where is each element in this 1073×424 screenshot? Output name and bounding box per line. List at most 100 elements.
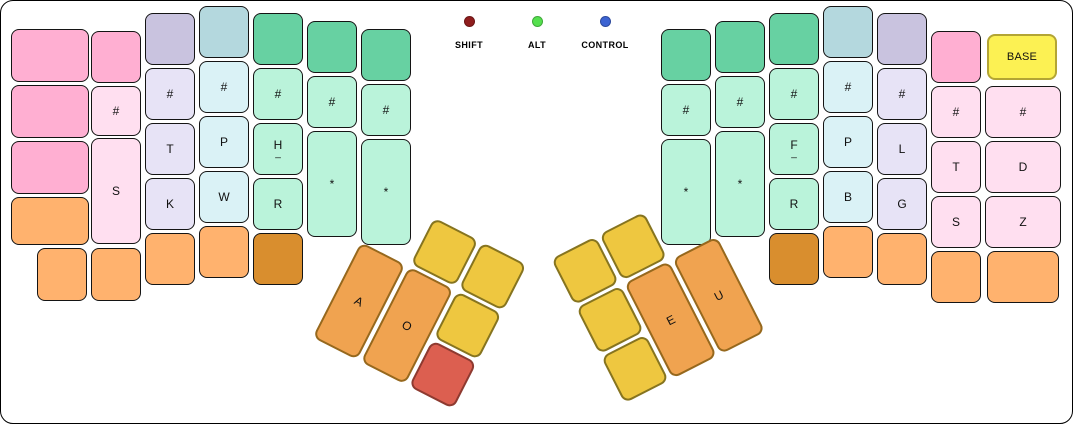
key-label: # [736,95,744,109]
key-label: # [790,87,798,101]
key-blank[interactable] [145,13,195,65]
key-label: U [711,287,726,304]
alt-label: ALT [527,40,547,50]
key-label: O [399,317,415,334]
key-blank[interactable] [769,13,819,65]
key-label: # [274,87,282,101]
key-label: S [951,215,960,229]
key-label: BASE [1006,50,1038,63]
key-label: * [737,177,743,191]
key-label: E [663,311,678,328]
key-label: T [166,142,174,156]
key-r[interactable]: R [253,178,303,230]
key-blank[interactable] [199,226,249,278]
key-label: # [844,80,852,94]
key-hash[interactable]: # [361,84,411,136]
key-label: B [843,190,852,204]
key-blank[interactable] [361,29,411,81]
key-d[interactable]: D [985,141,1061,193]
key-r[interactable]: R [769,178,819,230]
key-blank[interactable] [199,6,249,58]
key-label: P [843,135,852,149]
key-star[interactable]: * [715,131,765,237]
key-blank[interactable] [877,233,927,285]
key-l[interactable]: L [877,123,927,175]
legend-shift: SHIFT [443,16,495,50]
key-star[interactable]: * [661,139,711,245]
key-blank[interactable] [987,251,1059,303]
key-blank[interactable] [91,248,141,301]
key-label: L [898,142,906,156]
key-blank[interactable] [307,21,357,73]
key-blank[interactable] [11,197,89,245]
key-label: F [790,138,798,152]
key-label: * [329,177,335,191]
key-hash[interactable]: # [823,61,873,113]
key-label: # [220,80,228,94]
key-s[interactable]: S [91,138,141,244]
key-p[interactable]: P [199,116,249,168]
key-hash[interactable]: # [199,61,249,113]
key-label: # [952,105,960,119]
key-blank[interactable] [661,29,711,81]
key-hash[interactable]: # [931,86,981,138]
key-s[interactable]: S [931,196,981,248]
key-label: Z [1019,215,1027,229]
key-t[interactable]: T [145,123,195,175]
shift-label: SHIFT [455,40,483,50]
key-h[interactable]: H_ [253,123,303,175]
key-k[interactable]: K [145,178,195,230]
key-blank[interactable] [11,85,89,138]
key-star[interactable]: * [307,131,357,237]
key-base[interactable]: BASE [987,34,1057,80]
key-hash[interactable]: # [661,84,711,136]
key-hash[interactable]: # [877,68,927,120]
key-t[interactable]: T [931,141,981,193]
key-blank[interactable] [145,233,195,285]
key-blank[interactable] [11,141,89,194]
key-w[interactable]: W [199,171,249,223]
key-label: # [898,87,906,101]
key-star[interactable]: * [361,139,411,245]
key-label: W [218,190,230,204]
key-label: # [682,103,690,117]
key-hash[interactable]: # [985,86,1061,138]
key-hash[interactable]: # [253,68,303,120]
key-label: # [382,103,390,117]
key-hash[interactable]: # [145,68,195,120]
key-blank[interactable] [37,248,87,301]
key-label: A [352,292,366,310]
key-label: G [897,197,907,211]
control-label: CONTROL [581,40,629,50]
legend-control: CONTROL [579,16,631,50]
key-blank[interactable] [769,233,819,285]
key-blank[interactable] [877,13,927,65]
key-blank[interactable] [11,29,89,82]
key-blank[interactable] [931,31,981,83]
key-label: # [1019,105,1027,119]
key-blank[interactable] [931,251,981,303]
key-hash[interactable]: # [715,76,765,128]
legend-alt: ALT [511,16,563,50]
key-label: R [789,197,799,211]
key-blank[interactable] [253,13,303,65]
key-hash[interactable]: # [91,86,141,136]
key-p[interactable]: P [823,116,873,168]
key-blank[interactable] [715,21,765,73]
key-label: H [273,138,283,152]
key-blank[interactable] [253,233,303,285]
key-blank[interactable] [91,31,141,83]
key-hold-indicator: _ [275,148,281,159]
key-label: R [273,197,283,211]
key-b[interactable]: B [823,171,873,223]
key-blank[interactable] [823,226,873,278]
key-g[interactable]: G [877,178,927,230]
key-hash[interactable]: # [769,68,819,120]
key-label: * [383,185,389,199]
key-label: S [111,184,120,198]
key-blank[interactable] [823,6,873,58]
key-f[interactable]: F_ [769,123,819,175]
key-hash[interactable]: # [307,76,357,128]
key-z[interactable]: Z [985,196,1061,248]
key-label: * [683,185,689,199]
